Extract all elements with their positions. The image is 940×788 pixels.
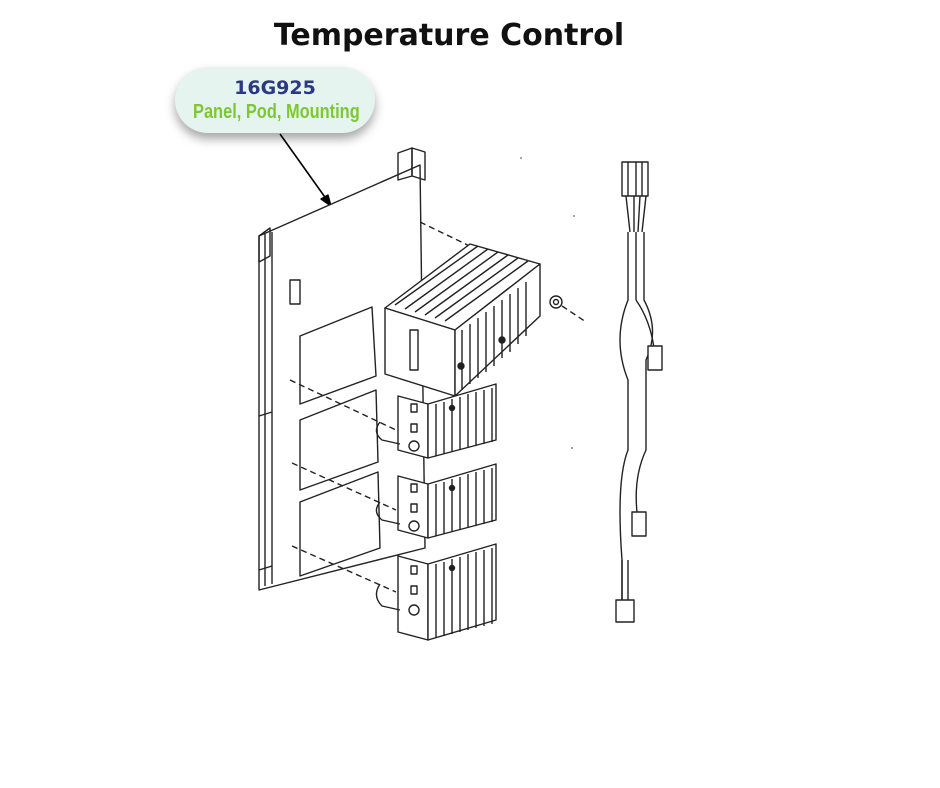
wiring-harness <box>615 161 663 623</box>
heater-pod-1 <box>375 383 497 459</box>
heater-pod-3 <box>375 543 497 641</box>
part-callout: 16G925 Panel, Pod, Mounting <box>175 67 375 133</box>
part-number: 16G925 <box>234 77 316 99</box>
stray-marks <box>520 157 575 449</box>
diagram-title: Temperature Control <box>273 18 625 53</box>
part-description: Panel, Pod, Mounting <box>193 101 360 123</box>
mounting-panel <box>258 147 483 593</box>
callout-leader-arrow <box>279 133 332 207</box>
heater-pod-2 <box>375 463 497 539</box>
controller-module <box>384 243 587 397</box>
